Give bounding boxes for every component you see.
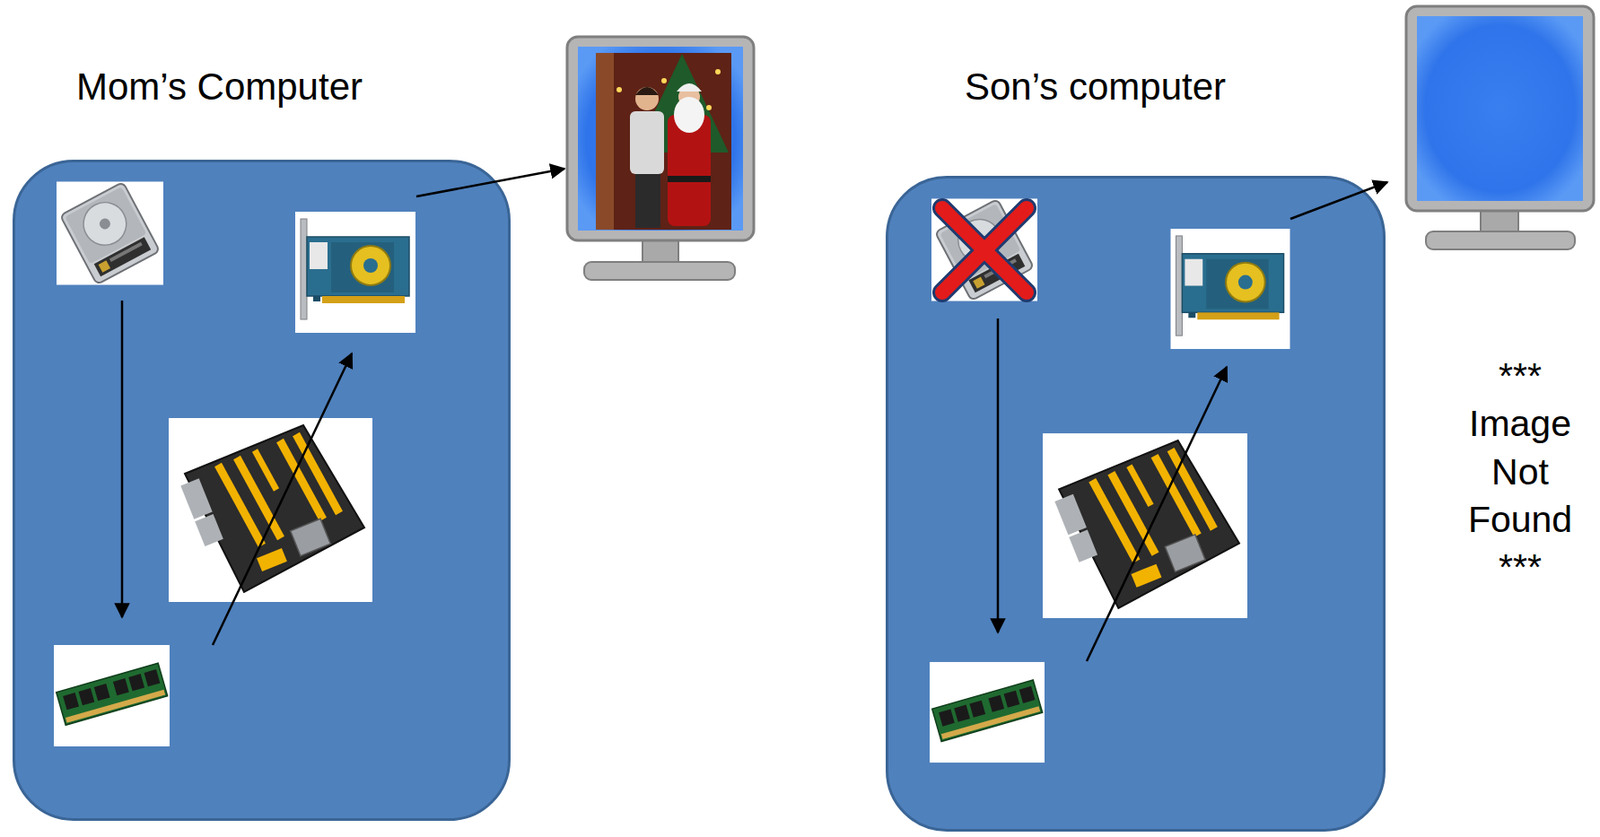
motherboard-icon [1042, 433, 1248, 619]
flow-arrow [996, 318, 1000, 633]
computer-case [885, 175, 1386, 832]
hard-drive-icon [56, 181, 164, 285]
broken-cross [942, 208, 1027, 293]
ram-icon [929, 662, 1045, 763]
flow-arrow [121, 300, 124, 618]
flow-arrow [212, 353, 352, 646]
christmas-photo [595, 52, 732, 230]
ram-icon [53, 645, 170, 747]
motherboard-icon [168, 418, 373, 603]
computer-box: Mom’s Computer [12, 53, 511, 822]
computer-box: Son’s computer [885, 53, 1386, 832]
computer-heading: Mom’s Computer [76, 64, 363, 110]
flow-arrow [416, 168, 565, 197]
monitor-icon [567, 36, 754, 280]
flow-arrow [1290, 182, 1388, 219]
flow-arrow [1086, 367, 1227, 662]
computer-case [12, 159, 511, 822]
hard-drive-icon [931, 198, 1038, 301]
graphics-card-icon [1170, 228, 1290, 350]
error-note: *** Image Not Found *** [1468, 352, 1573, 592]
computer-heading: Son’s computer [964, 64, 1226, 110]
graphics-card-icon [295, 211, 416, 333]
monitor-icon [1406, 6, 1594, 250]
